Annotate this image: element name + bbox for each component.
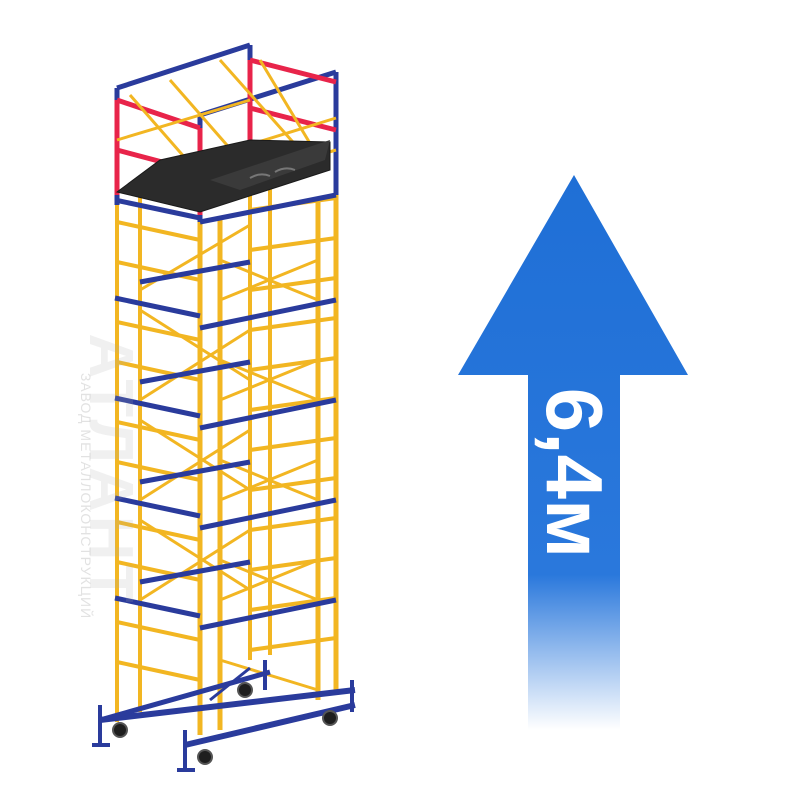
wheel-icon — [237, 682, 253, 698]
scaffold-blue-connectors — [114, 192, 337, 631]
wheel-icon — [197, 749, 213, 765]
height-label: 6,4м — [530, 387, 619, 559]
deck-hatch — [210, 140, 330, 190]
height-arrow-icon — [458, 175, 688, 730]
watermark-text: ЗАВОД МЕТАЛЛОКОНСТРУКЦИЙ — [78, 372, 94, 620]
scaffold-base — [92, 660, 356, 772]
caster-wheels — [112, 682, 338, 765]
wheel-icon — [322, 710, 338, 726]
wheel-icon — [112, 722, 128, 738]
scaffold-tower — [92, 42, 356, 772]
hatch-handle — [249, 167, 296, 179]
